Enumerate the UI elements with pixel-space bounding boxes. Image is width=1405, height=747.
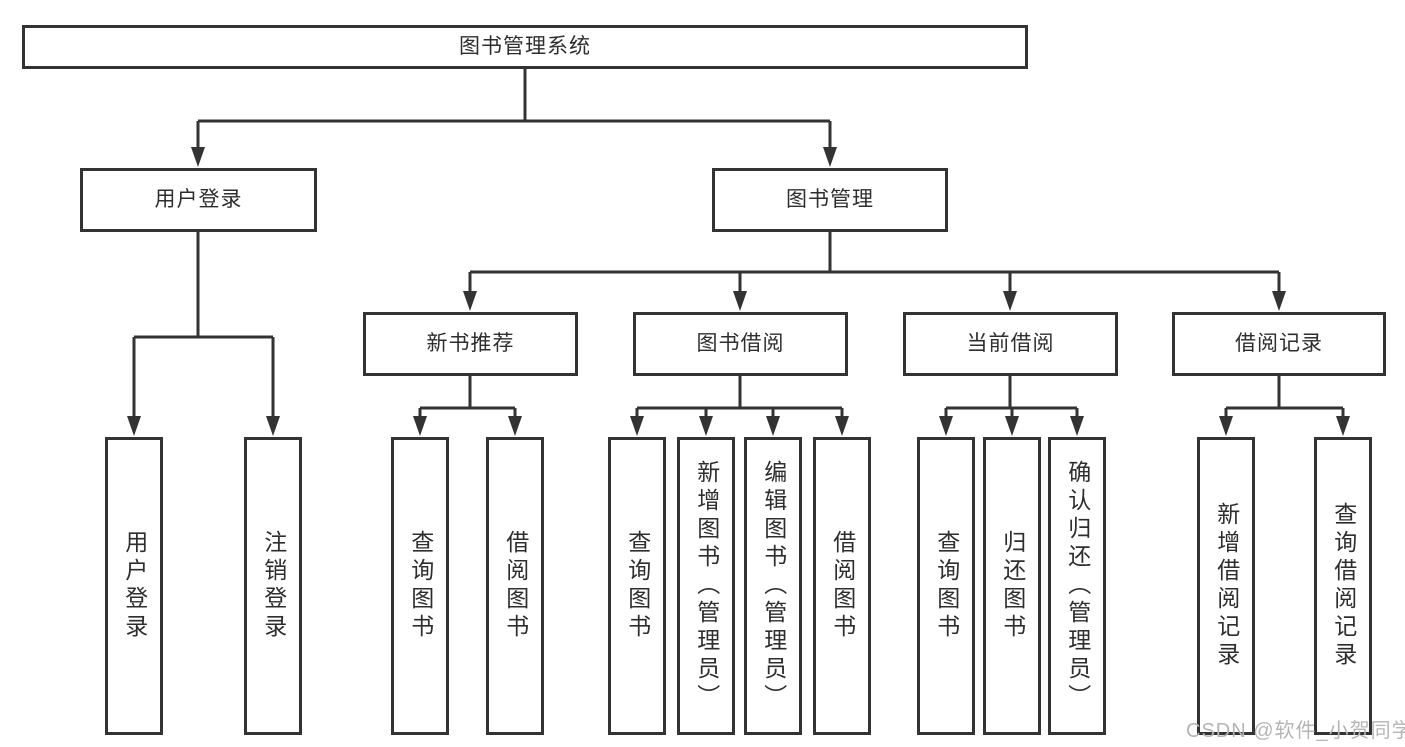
- leaf-query-books-borrowing: 查询图书: [608, 437, 666, 735]
- leaf-add-borrow-record: 新增借阅记录: [1197, 437, 1255, 735]
- leaf-confirm-return-admin: 确认归还（管理员）: [1048, 437, 1106, 735]
- node-new-book-recommend: 新书推荐: [363, 312, 578, 376]
- leaf-return-books: 归还图书: [983, 437, 1041, 735]
- leaf-query-books-current: 查询图书: [917, 437, 975, 735]
- leaf-logout: 注销登录: [244, 437, 302, 735]
- node-book-borrowing: 图书借阅: [633, 312, 848, 376]
- leaf-query-books-recommend: 查询图书: [391, 437, 449, 735]
- csdn-watermark: CSDN @软件_小贺同学: [1186, 720, 1405, 742]
- leaf-borrow-books-recommend: 借阅图书: [486, 437, 544, 735]
- node-user-login: 用户登录: [80, 168, 317, 232]
- leaf-borrow-books-borrowing: 借阅图书: [813, 437, 871, 735]
- node-root: 图书管理系统: [22, 25, 1028, 69]
- leaf-query-borrow-record: 查询借阅记录: [1314, 437, 1372, 735]
- leaf-edit-book-admin: 编辑图书（管理员）: [744, 437, 802, 735]
- node-book-management: 图书管理: [712, 168, 948, 232]
- node-current-borrowing: 当前借阅: [903, 312, 1118, 376]
- leaf-add-book-admin: 新增图书（管理员）: [677, 437, 735, 735]
- leaf-user-login: 用户登录: [105, 437, 163, 735]
- node-borrowing-records: 借阅记录: [1172, 312, 1386, 376]
